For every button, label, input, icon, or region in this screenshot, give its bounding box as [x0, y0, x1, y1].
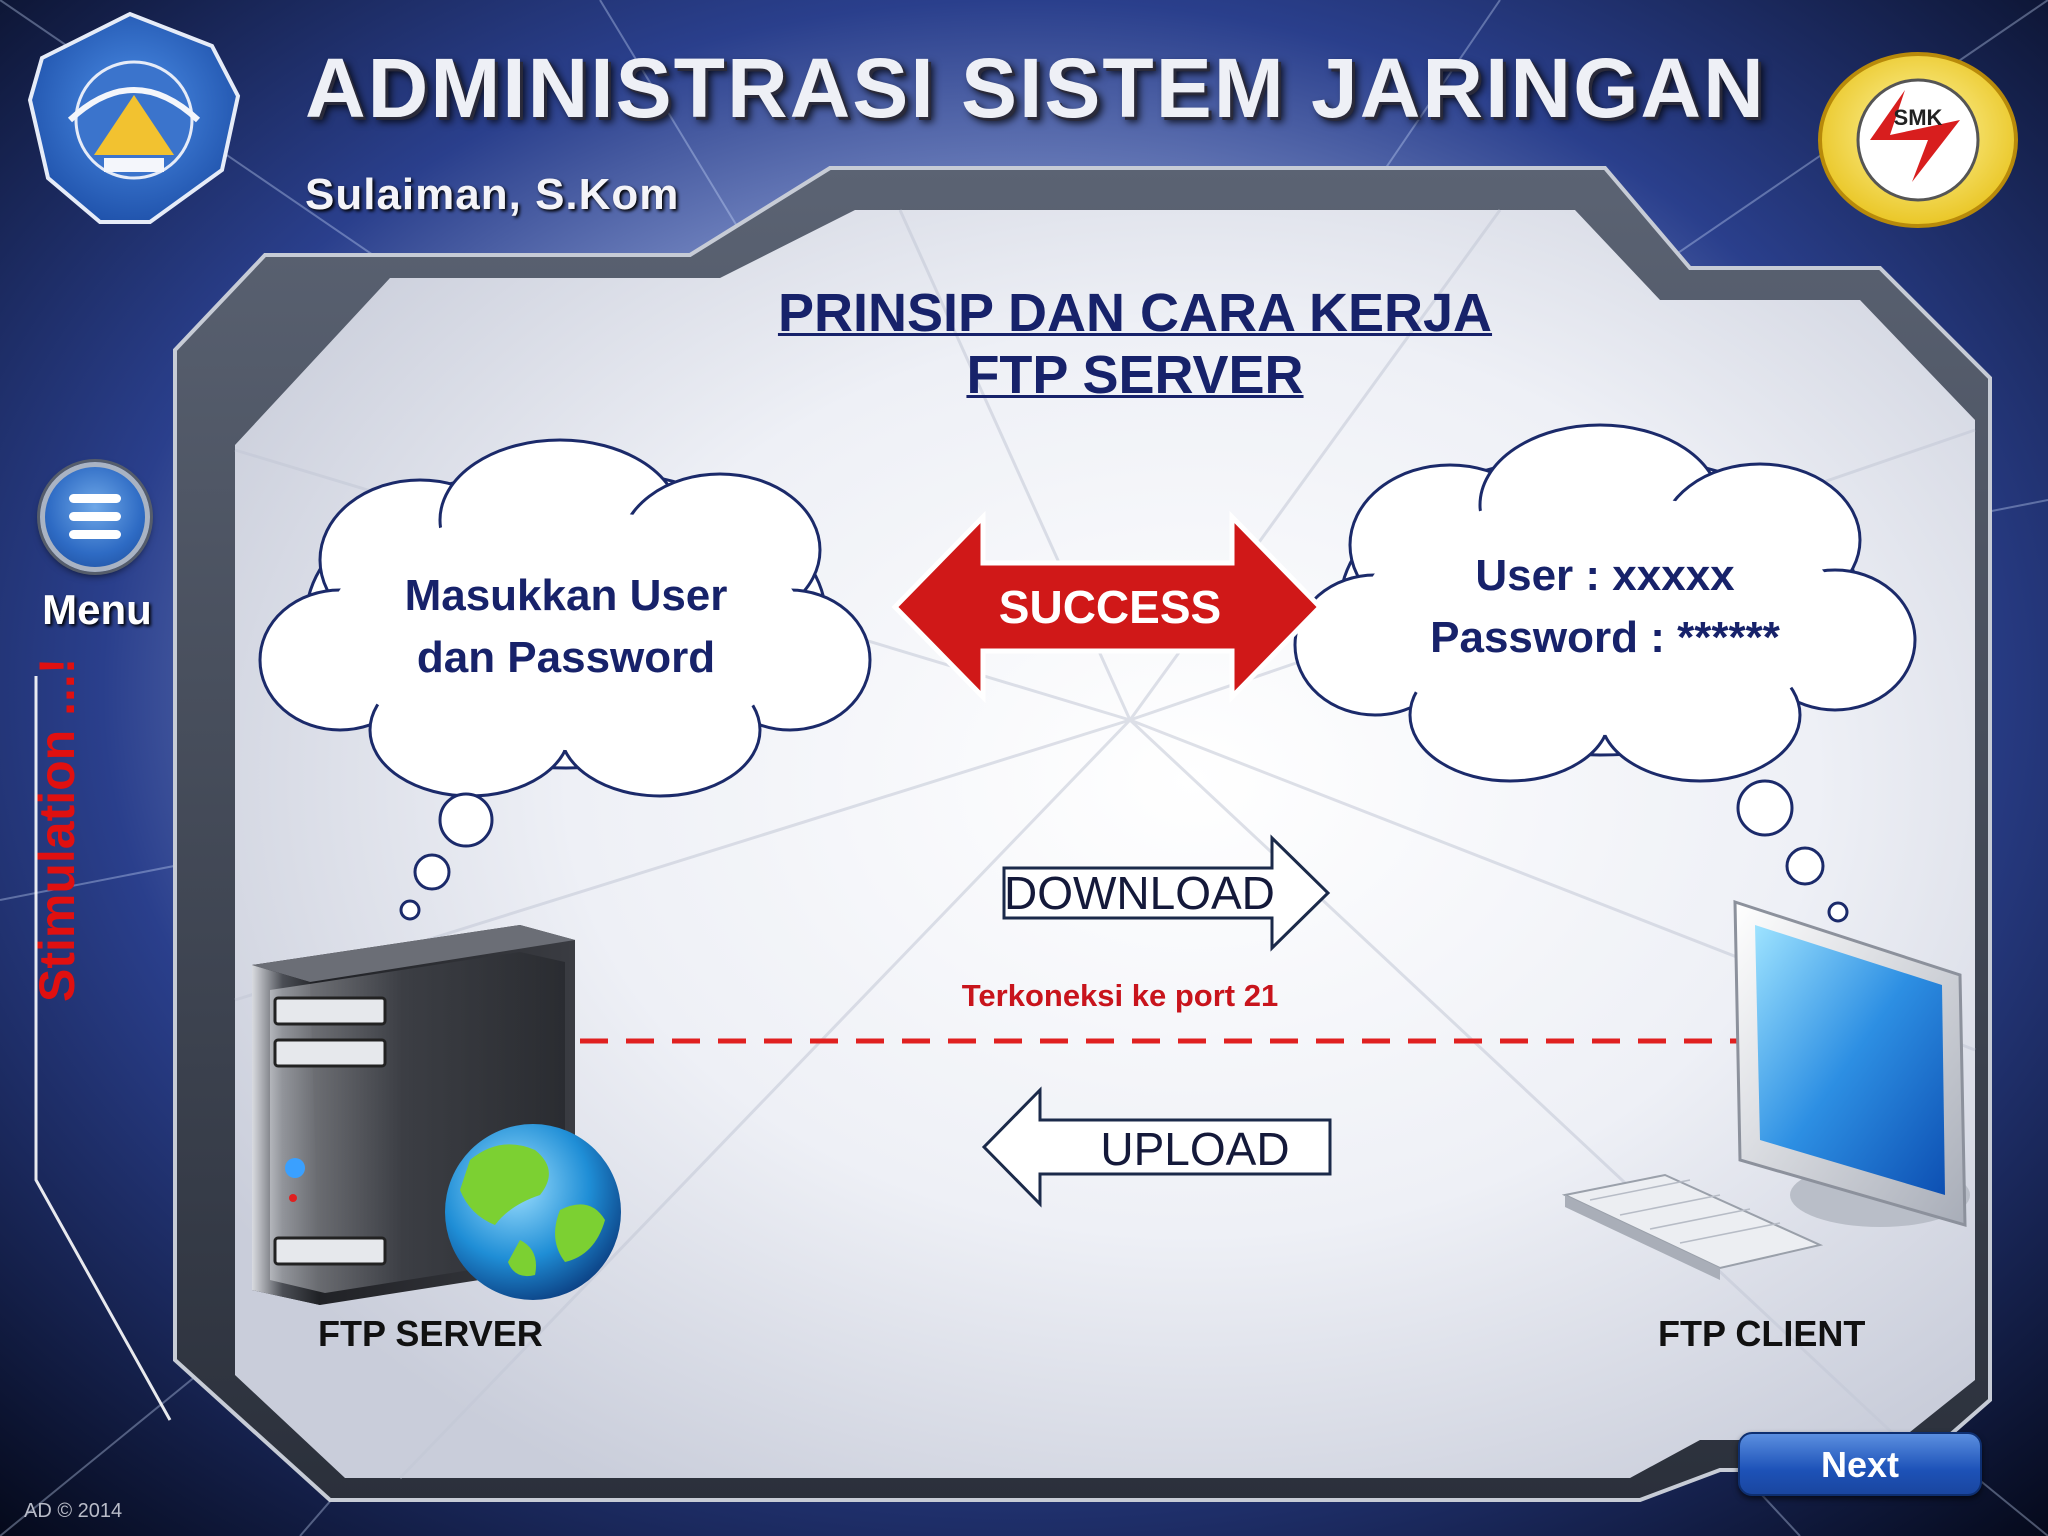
slide-title-line-2: FTP SERVER	[966, 345, 1304, 405]
port-label: Terkoneksi ke port 21	[961, 978, 1279, 1013]
upload-label: UPLOAD	[1100, 1123, 1290, 1175]
next-button[interactable]: Next	[1738, 1432, 1982, 1496]
smk-school-logo: SMK	[1818, 52, 2018, 228]
client-label: FTP CLIENT	[1658, 1313, 1866, 1354]
slide-title-line-1: PRINSIP DAN CARA KERJA	[777, 283, 1493, 343]
server-cloud-line-1: Masukkan User	[404, 571, 728, 620]
svg-text:SMK: SMK	[1894, 105, 1943, 130]
client-cloud-text: User : xxxxx Password : ******	[1405, 545, 1805, 669]
success-label: SUCCESS	[998, 581, 1222, 633]
slide-title: PRINSIP DAN CARA KERJA FTP SERVER	[740, 282, 1530, 406]
client-computer-icon	[1561, 899, 1970, 1280]
client-cloud-line-2: Password : ******	[1430, 613, 1780, 662]
tut-wuri-handayani-logo	[27, 11, 241, 224]
upload-arrow	[981, 1086, 1332, 1208]
client-thought-cloud	[1293, 423, 1917, 923]
author-name: Sulaiman, S.Kom	[305, 170, 680, 219]
server-label: FTP SERVER	[318, 1313, 543, 1354]
client-cloud-line-1: User : xxxxx	[1475, 551, 1735, 600]
download-arrow	[1002, 834, 1331, 952]
server-cloud-line-2: dan Password	[416, 633, 716, 682]
menu-label: Menu	[42, 586, 152, 633]
copyright-text: AD © 2014	[24, 1500, 123, 1522]
download-label: DOWNLOAD	[1004, 867, 1275, 919]
server-cloud-text: Masukkan User dan Password	[356, 565, 776, 689]
globe-icon	[445, 1124, 621, 1300]
section-label: Stimulation ...!	[29, 657, 85, 1002]
success-double-arrow	[891, 510, 1324, 704]
menu-button[interactable]	[40, 462, 150, 572]
app-title: ADMINISTRASI SISTEM JARINGAN	[305, 41, 1766, 135]
server-thought-cloud	[258, 438, 872, 921]
